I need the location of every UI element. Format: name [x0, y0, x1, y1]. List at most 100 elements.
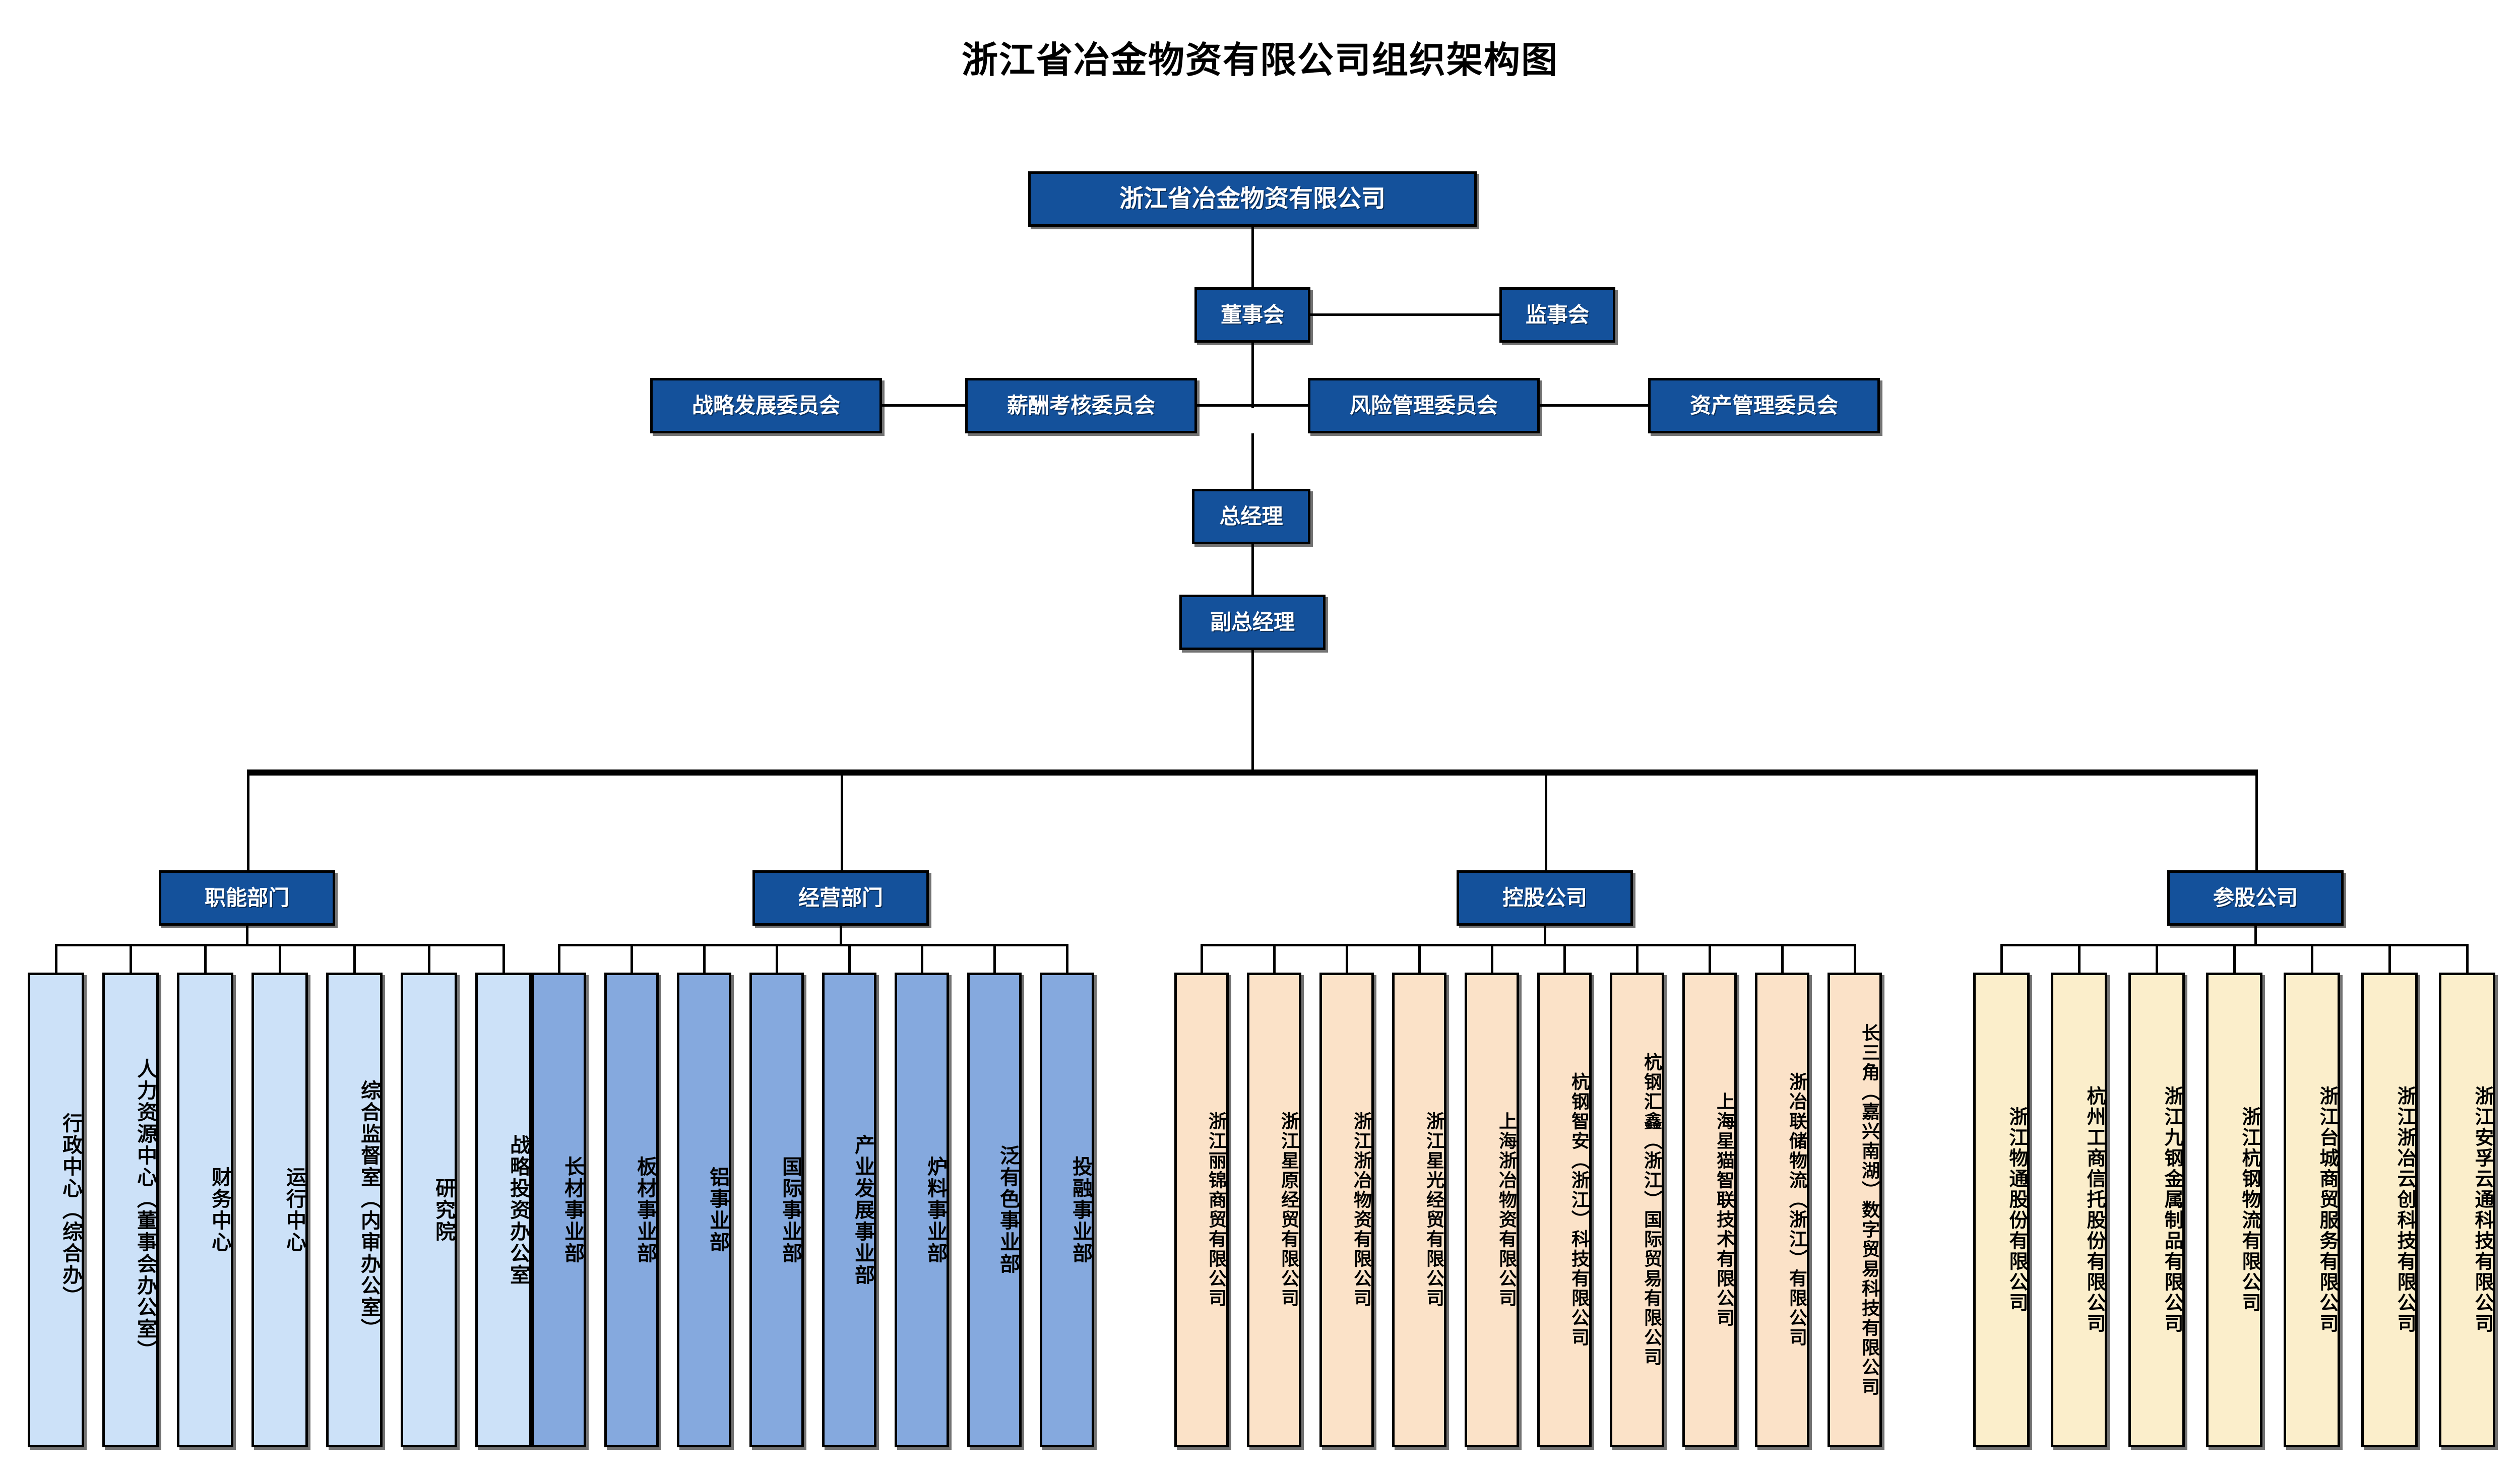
- node-functional-5[interactable]: 研究院: [401, 973, 457, 1447]
- node-committee-strategy[interactable]: 战略发展委员会: [650, 378, 882, 433]
- node-holding-5-label: 杭钢智安（浙江）科技有限公司: [1569, 1072, 1590, 1347]
- node-holding-6[interactable]: 杭钢汇鑫（浙江）国际贸易有限公司: [1610, 973, 1664, 1447]
- node-business-7-label: 投融事业部: [1069, 1156, 1092, 1264]
- connector-deputy-to-bus: [1251, 650, 1254, 772]
- node-participating-4[interactable]: 浙江台城商贸服务有限公司: [2284, 973, 2340, 1447]
- connector-functional-header-drop: [245, 926, 248, 946]
- node-deputy-general-manager[interactable]: 副总经理: [1179, 595, 1326, 650]
- connector-bus-to-group-business: [841, 773, 843, 873]
- connector-bus-to-group-holding: [1545, 773, 1547, 873]
- node-business-1[interactable]: 板材事业部: [604, 973, 659, 1447]
- node-holding-7-label: 上海星猫智联技术有限公司: [1714, 1092, 1735, 1328]
- node-functional-4-label: 综合监督室（内审办公室）: [358, 1080, 380, 1340]
- node-committee-risk[interactable]: 风险管理委员会: [1308, 378, 1540, 433]
- connector-functional-stub-4: [353, 944, 356, 975]
- node-participating-2[interactable]: 浙江九钢金属制品有限公司: [2128, 973, 2185, 1447]
- node-business-3-label: 国际事业部: [779, 1156, 801, 1264]
- node-holding-9-label: 长三角（嘉兴南湖）数字贸易科技有限公司: [1859, 1023, 1880, 1397]
- connector-business-stub-1: [630, 944, 633, 975]
- node-functional-0[interactable]: 行政中心（综合办）: [28, 973, 84, 1447]
- node-business-0[interactable]: 长材事业部: [532, 973, 586, 1447]
- group-header-holding-label: 控股公司: [1502, 886, 1587, 910]
- node-general-manager-label: 总经理: [1219, 504, 1283, 529]
- connector-board-to-supervisors: [1310, 313, 1502, 316]
- connector-participating-stub-4: [2310, 944, 2313, 975]
- node-holding-7[interactable]: 上海星猫智联技术有限公司: [1682, 973, 1737, 1447]
- connector-business-header-drop: [839, 926, 842, 946]
- connector-bus-to-group-functional: [247, 773, 249, 873]
- node-holding-9[interactable]: 长三角（嘉兴南湖）数字贸易科技有限公司: [1828, 973, 1882, 1447]
- node-holding-5[interactable]: 杭钢智安（浙江）科技有限公司: [1537, 973, 1592, 1447]
- node-board-of-supervisors[interactable]: 监事会: [1499, 287, 1615, 343]
- node-root-company[interactable]: 浙江省冶金物资有限公司: [1028, 171, 1477, 227]
- node-business-4[interactable]: 产业发展事业部: [822, 973, 876, 1447]
- node-holding-0-label: 浙江丽锦商贸有限公司: [1206, 1112, 1227, 1308]
- node-holding-3-label: 浙江星光经贸有限公司: [1424, 1112, 1444, 1308]
- group-header-participating[interactable]: 参股公司: [2167, 870, 2344, 926]
- node-business-3[interactable]: 国际事业部: [749, 973, 804, 1447]
- node-holding-1[interactable]: 浙江星原经贸有限公司: [1247, 973, 1301, 1447]
- node-participating-1[interactable]: 杭州工商信托股份有限公司: [2051, 973, 2107, 1447]
- node-holding-2[interactable]: 浙江浙冶物资有限公司: [1319, 973, 1374, 1447]
- node-general-manager[interactable]: 总经理: [1192, 489, 1310, 544]
- node-participating-1-label: 杭州工商信托股份有限公司: [2084, 1086, 2105, 1334]
- connector-holding-stub-9: [1853, 944, 1856, 975]
- node-participating-6[interactable]: 浙江安孚云通科技有限公司: [2439, 973, 2495, 1447]
- node-functional-1[interactable]: 人力资源中心（董事会办公室）: [102, 973, 159, 1447]
- node-functional-4[interactable]: 综合监督室（内审办公室）: [326, 973, 383, 1447]
- group-header-participating-label: 参股公司: [2213, 886, 2298, 910]
- node-business-6[interactable]: 泛有色事业部: [967, 973, 1022, 1447]
- connector-business-stub-2: [703, 944, 706, 975]
- node-deputy-general-manager-label: 副总经理: [1210, 610, 1295, 634]
- node-holding-3[interactable]: 浙江星光经贸有限公司: [1392, 973, 1446, 1447]
- group-header-holding[interactable]: 控股公司: [1457, 870, 1633, 926]
- connector-business-rail: [557, 944, 1068, 946]
- connector-board-to-committees: [1251, 343, 1254, 408]
- node-board-of-directors-label: 董事会: [1220, 303, 1284, 327]
- connector-business-stub-0: [557, 944, 560, 975]
- node-business-4-label: 产业发展事业部: [852, 1134, 874, 1286]
- node-functional-2-label: 财务中心: [209, 1167, 231, 1253]
- connector-bus-to-group-participating: [2255, 773, 2258, 873]
- connector-gm-to-deputy: [1251, 544, 1254, 600]
- connector-functional-stub-3: [278, 944, 281, 975]
- node-board-of-directors[interactable]: 董事会: [1194, 287, 1310, 343]
- connector-holding-stub-0: [1200, 944, 1203, 975]
- connector-functional-rail: [54, 944, 505, 946]
- connector-holding-stub-7: [1708, 944, 1711, 975]
- node-holding-0[interactable]: 浙江丽锦商贸有限公司: [1174, 973, 1229, 1447]
- connector-committee-2-3: [1540, 404, 1651, 407]
- group-header-business[interactable]: 经营部门: [752, 870, 929, 926]
- connector-participating-header-drop: [2254, 926, 2257, 946]
- node-participating-2-label: 浙江九钢金属制品有限公司: [2161, 1086, 2182, 1334]
- node-business-2-label: 铝事业部: [707, 1167, 729, 1253]
- node-participating-3-label: 浙江杭钢物流有限公司: [2239, 1107, 2260, 1313]
- node-participating-6-label: 浙江安孚云通科技有限公司: [2472, 1086, 2493, 1334]
- node-participating-0[interactable]: 浙江物通股份有限公司: [1973, 973, 2030, 1447]
- group-header-business-label: 经营部门: [798, 886, 883, 910]
- node-holding-4[interactable]: 上海浙冶物资有限公司: [1465, 973, 1519, 1447]
- connector-holding-stub-8: [1781, 944, 1784, 975]
- node-business-7[interactable]: 投融事业部: [1040, 973, 1094, 1447]
- node-functional-6[interactable]: 战略投资办公室: [475, 973, 532, 1447]
- node-business-2[interactable]: 铝事业部: [677, 973, 731, 1447]
- node-business-5[interactable]: 炉料事业部: [895, 973, 949, 1447]
- connector-functional-stub-0: [54, 944, 57, 975]
- node-committee-asset[interactable]: 资产管理委员会: [1648, 378, 1880, 433]
- connector-business-stub-3: [775, 944, 778, 975]
- connector-business-stub-5: [920, 944, 923, 975]
- connector-main-bus: [247, 769, 2258, 776]
- connector-participating-stub-0: [2000, 944, 2003, 975]
- connector-business-stub-7: [1065, 944, 1068, 975]
- committee-label-1: 薪酬考核委员会: [1006, 394, 1155, 418]
- connector-participating-stub-3: [2233, 944, 2236, 975]
- node-committee-compensation[interactable]: 薪酬考核委员会: [965, 378, 1197, 433]
- node-participating-5[interactable]: 浙江浙冶云创科技有限公司: [2361, 973, 2418, 1447]
- node-functional-6-label: 战略投资办公室: [507, 1134, 529, 1286]
- node-holding-8[interactable]: 浙冶联储物流（浙江）有限公司: [1755, 973, 1809, 1447]
- group-header-functional[interactable]: 职能部门: [159, 870, 335, 926]
- node-functional-3[interactable]: 运行中心: [251, 973, 308, 1447]
- node-participating-3[interactable]: 浙江杭钢物流有限公司: [2206, 973, 2262, 1447]
- node-functional-2[interactable]: 财务中心: [177, 973, 233, 1447]
